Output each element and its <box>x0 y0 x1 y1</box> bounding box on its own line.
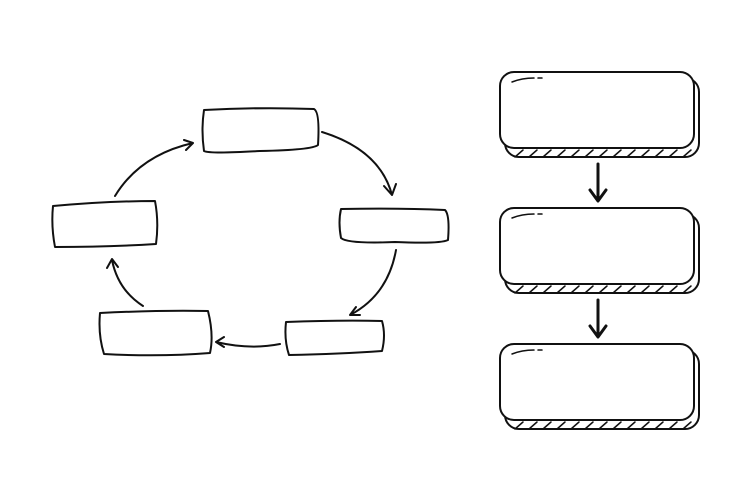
flow-box-hatching <box>514 421 692 430</box>
arrow-left-to-top <box>114 139 194 197</box>
flow-arrow-down <box>588 162 608 203</box>
cycle-box-left <box>51 200 159 248</box>
cycle-box-bottom-left <box>98 309 213 357</box>
cycle-box-bottom-right <box>284 319 385 356</box>
cycle-box-top <box>201 107 320 154</box>
flow-box-highlight <box>511 77 543 83</box>
arrow-top-to-right <box>321 131 397 196</box>
cycle-box-right <box>338 207 450 244</box>
flow-arrow-down <box>588 298 608 339</box>
arrow-bottom-right-to-bottom-left <box>215 336 281 348</box>
flow-box-highlight <box>511 213 543 219</box>
cycle-diagram <box>51 107 450 357</box>
flow-box-hatching <box>514 285 692 294</box>
flow-box-3 <box>499 343 695 421</box>
flow-box-hatching <box>514 149 692 158</box>
flow-box-1 <box>499 71 695 149</box>
flow-diagram <box>499 71 700 430</box>
arrow-bottom-left-to-left <box>106 258 144 307</box>
arrow-right-to-bottom-right <box>349 249 397 316</box>
flow-box-highlight <box>511 349 543 355</box>
flow-box-2 <box>499 207 695 285</box>
